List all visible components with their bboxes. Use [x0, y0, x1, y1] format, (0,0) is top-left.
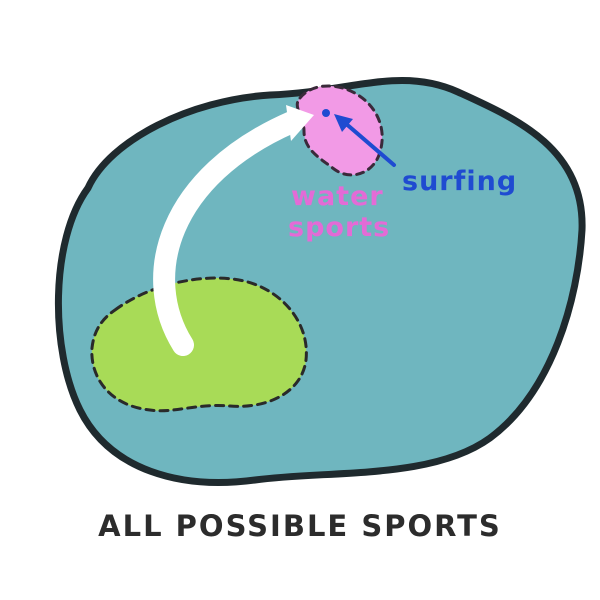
current-sports-region	[90, 276, 308, 413]
water-sports-label-line1: water	[291, 181, 384, 212]
water-sports-region	[295, 84, 384, 177]
diagram-caption: ALL POSSIBLE SPORTS	[98, 509, 502, 543]
move-arrow-shaft	[153, 111, 303, 356]
surfing-point	[322, 109, 330, 117]
move-arrow-head	[286, 105, 314, 141]
surfing-pointer-head	[334, 114, 353, 132]
surfing-label: surfing	[402, 166, 517, 197]
water-sports-label-line2: sports	[288, 212, 390, 243]
surfing-pointer-line	[342, 120, 396, 167]
